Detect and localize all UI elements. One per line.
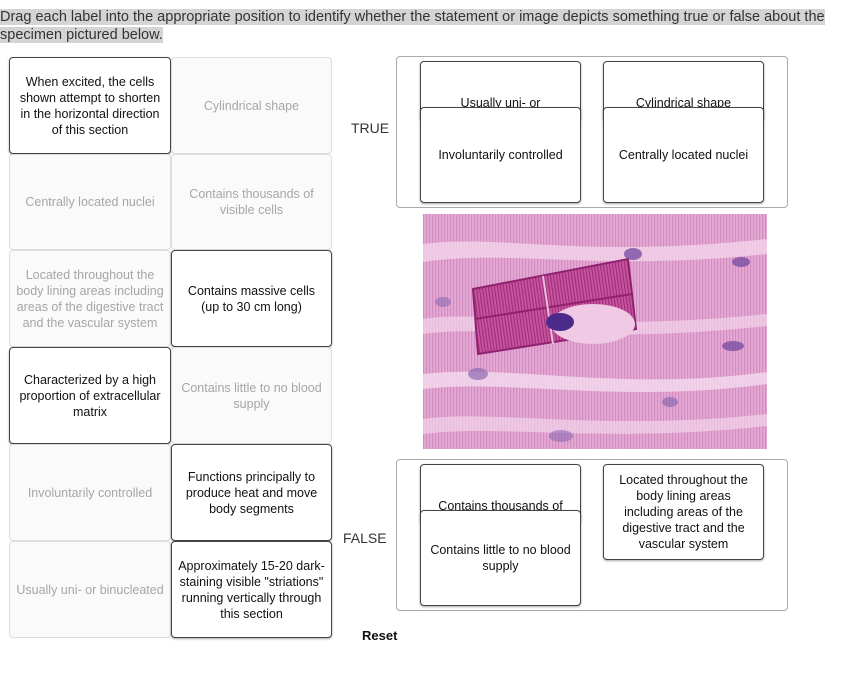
- label-placeholder: Contains little to no blood supply: [171, 347, 332, 444]
- label-card[interactable]: Approximately 15-20 dark-staining visibl…: [171, 541, 332, 638]
- label-card[interactable]: When excited, the cells shown attempt to…: [9, 57, 171, 154]
- placed-label[interactable]: Located throughout the body lining areas…: [603, 464, 764, 560]
- false-zone-label: FALSE: [343, 530, 387, 546]
- label-card[interactable]: Functions principally to produce heat an…: [171, 444, 332, 541]
- label-placeholder: Located throughout the body lining areas…: [9, 250, 171, 347]
- label-placeholder: Cylindrical shape: [171, 57, 332, 154]
- placed-label[interactable]: Contains little to no blood supply: [420, 510, 581, 606]
- true-zone-label: TRUE: [351, 120, 390, 136]
- label-placeholder: Contains thousands of visible cells: [171, 154, 332, 250]
- specimen-micrograph: [423, 214, 767, 449]
- placed-label[interactable]: Involuntarily controlled: [420, 107, 581, 203]
- label-placeholder: Involuntarily controlled: [9, 444, 171, 541]
- label-placeholder: Centrally located nuclei: [9, 154, 171, 250]
- label-card[interactable]: Contains massive cells (up to 30 cm long…: [171, 250, 332, 347]
- label-placeholder: Usually uni- or binucleated: [9, 541, 171, 638]
- placed-label[interactable]: Centrally located nuclei: [603, 107, 764, 203]
- instructions: Drag each label into the appropriate pos…: [0, 9, 825, 43]
- reset-button[interactable]: Reset: [362, 628, 398, 643]
- label-card[interactable]: Characterized by a high proportion of ex…: [9, 347, 171, 444]
